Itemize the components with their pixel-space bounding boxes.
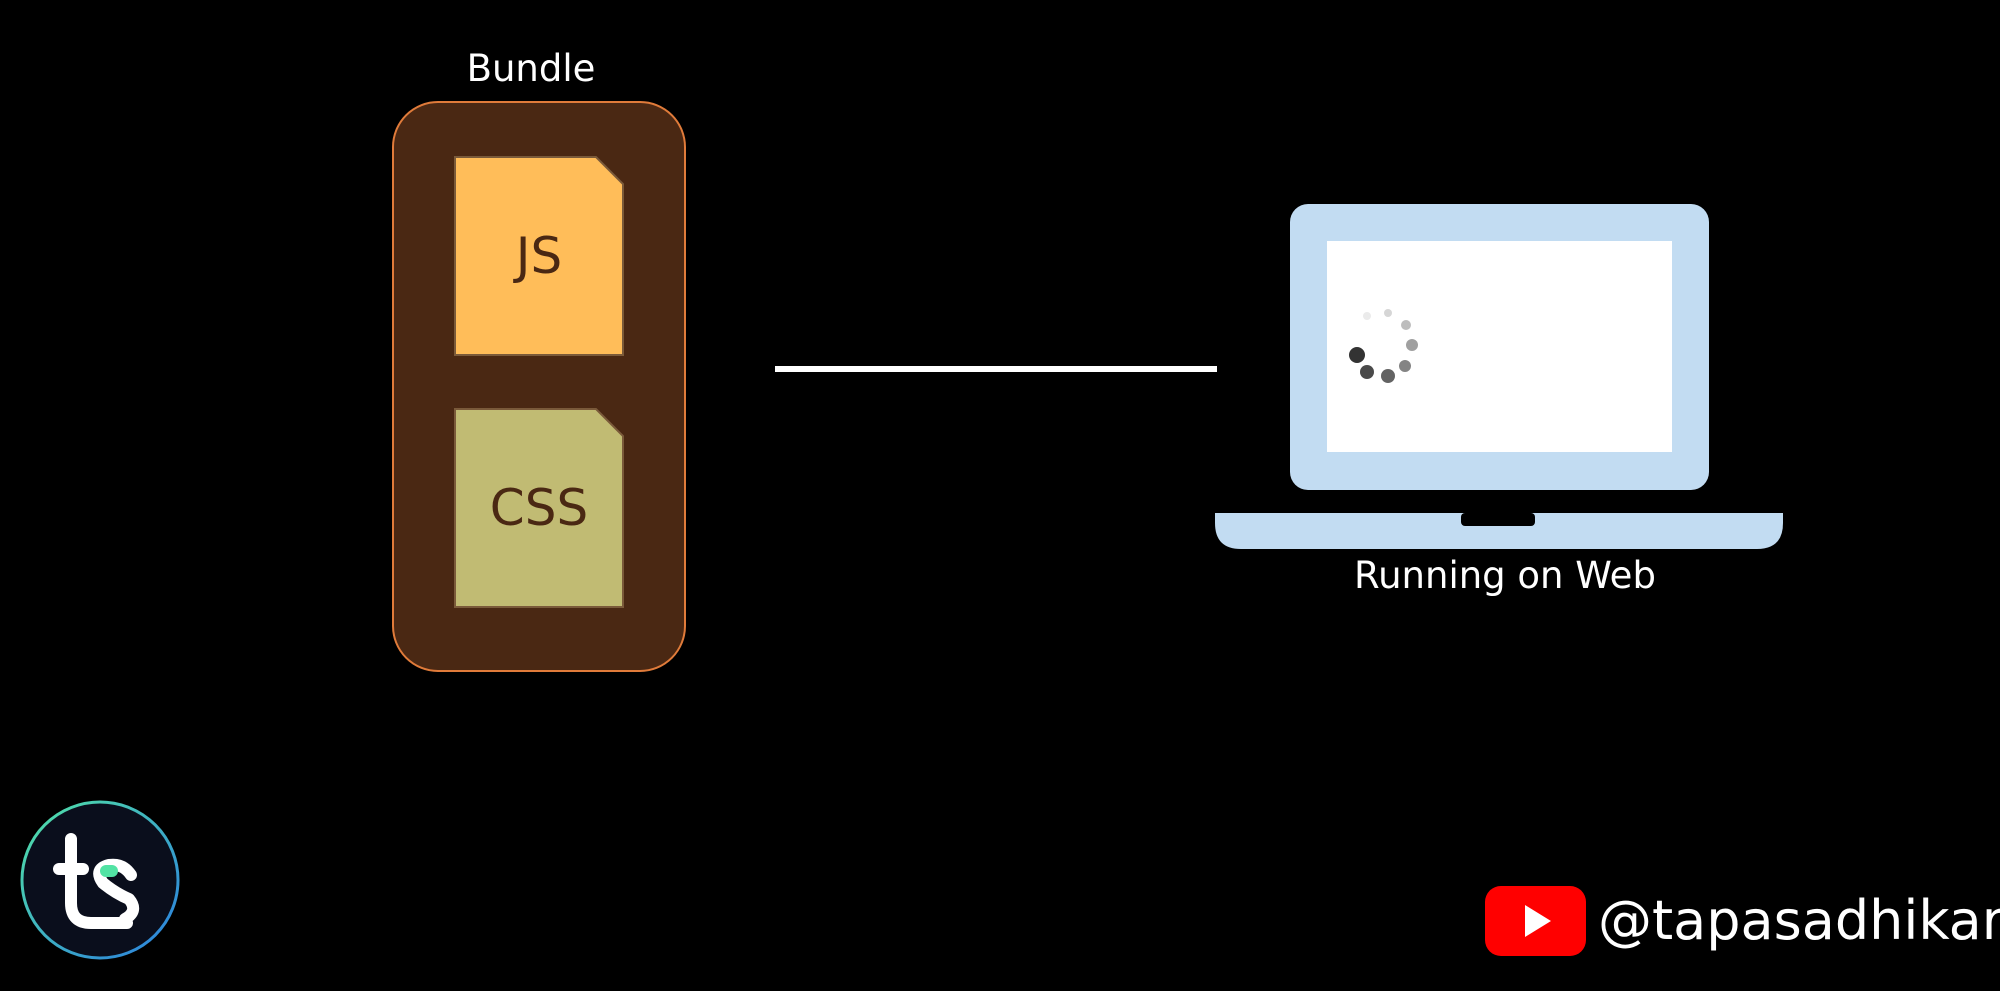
ts-channel-logo-icon bbox=[19, 799, 181, 961]
youtube-icon bbox=[1485, 886, 1586, 956]
loading-spinner-icon bbox=[1349, 309, 1418, 383]
js-file-icon bbox=[454, 156, 624, 356]
laptop-icon bbox=[1213, 203, 1785, 551]
connector-line bbox=[775, 366, 1217, 372]
laptop-screen bbox=[1327, 241, 1672, 452]
channel-handle: @tapasadhikary bbox=[1598, 889, 2000, 952]
js-file-label: JS bbox=[515, 227, 563, 285]
css-file-card: CSS bbox=[454, 408, 624, 608]
js-file-card: JS bbox=[454, 156, 624, 356]
css-file-icon bbox=[454, 408, 624, 608]
css-file-label: CSS bbox=[489, 479, 589, 537]
laptop-caption: Running on Web bbox=[1354, 554, 1656, 597]
bundle-title: Bundle bbox=[466, 47, 596, 90]
